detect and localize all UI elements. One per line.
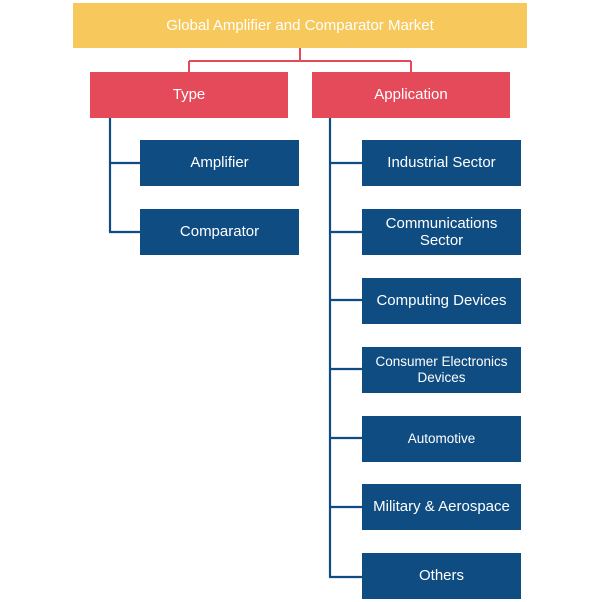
leaf-industrial-sector: Industrial Sector bbox=[362, 140, 521, 186]
leaf-consumer-electronics-devices: Consumer Electronics Devices bbox=[362, 347, 521, 393]
category-type: Type bbox=[90, 72, 288, 118]
leaf-amplifier: Amplifier bbox=[140, 140, 299, 186]
leaf-automotive: Automotive bbox=[362, 416, 521, 462]
leaf-communications-sector: Communications Sector bbox=[362, 209, 521, 255]
leaf-others: Others bbox=[362, 553, 521, 599]
root-node: Global Amplifier and Comparator Market bbox=[73, 3, 527, 48]
leaf-military-aerospace: Military & Aerospace bbox=[362, 484, 521, 530]
leaf-comparator: Comparator bbox=[140, 209, 299, 255]
leaf-computing-devices: Computing Devices bbox=[362, 278, 521, 324]
category-application: Application bbox=[312, 72, 510, 118]
